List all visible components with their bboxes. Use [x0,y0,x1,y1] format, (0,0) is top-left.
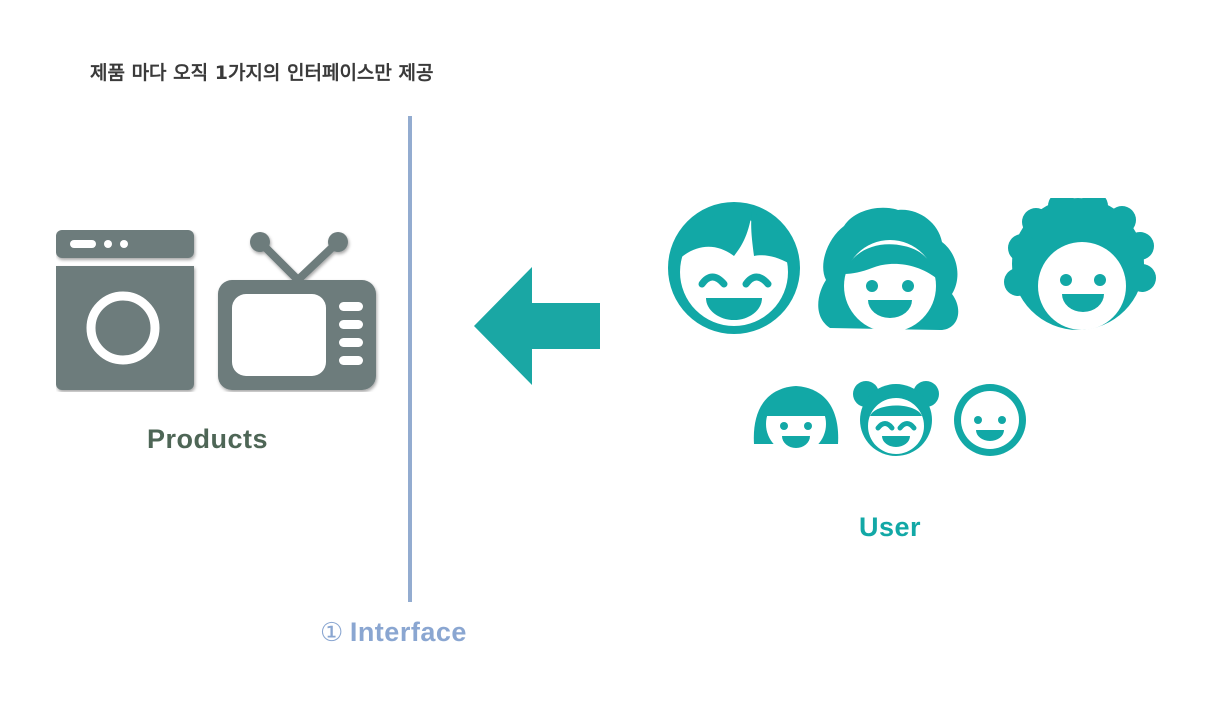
user-face-icon [668,202,800,334]
washing-machine-icon [56,230,194,390]
television-icon [218,232,376,390]
products-label: Products [146,424,269,454]
products-icons [56,230,376,390]
user-face-icon [954,384,1026,456]
interface-number: ① [320,618,344,648]
interface-text: Interface [349,617,467,647]
left-arrow-icon [474,267,600,385]
user-face-icon [818,207,959,332]
user-face-icon [853,381,939,456]
page-heading: 제품 마다 오직 1가지의 인터페이스만 제공 [90,62,434,84]
interface-divider-line [408,116,412,602]
user-label: User [858,512,922,542]
user-face-icon [1004,198,1156,330]
child-user-faces [753,381,1026,456]
adult-user-faces [668,198,1156,334]
user-face-icon [753,386,839,454]
